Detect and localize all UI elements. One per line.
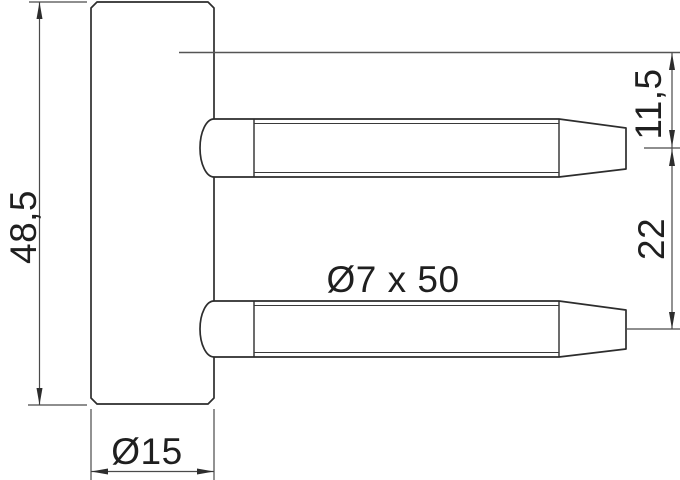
dimension-label-top-pin-offset: 11,5 xyxy=(628,68,669,139)
dimension-label-pin-spacing: 22 xyxy=(631,218,672,260)
hinge-barrel-outline xyxy=(90,1,215,405)
dimension-label-barrel-diameter: Ø15 xyxy=(111,431,182,472)
dimension-pin-spacing: 22 xyxy=(627,148,680,330)
dimension-top-pin-offset: 11,5 xyxy=(628,52,680,149)
arrow-up-icon xyxy=(669,53,675,70)
bottom-pin xyxy=(199,300,627,358)
arrow-down-icon xyxy=(36,388,43,405)
arrow-up-icon xyxy=(669,149,675,166)
top-pin xyxy=(199,118,627,178)
dimension-overall-height: 48,5 xyxy=(3,1,87,406)
arrow-up-icon xyxy=(36,2,43,19)
arrow-right-icon xyxy=(197,468,214,475)
arrow-down-icon xyxy=(669,312,675,329)
arrow-left-icon xyxy=(91,468,108,475)
dimension-label-pin-size: Ø7 x 50 xyxy=(326,259,459,300)
bottom-pin-silhouette xyxy=(199,300,627,358)
arrow-down-icon xyxy=(669,130,675,147)
dimension-barrel-diameter: Ø15 xyxy=(90,409,215,480)
top-pin-silhouette xyxy=(199,118,627,178)
dimension-label-overall-height: 48,5 xyxy=(3,190,44,264)
